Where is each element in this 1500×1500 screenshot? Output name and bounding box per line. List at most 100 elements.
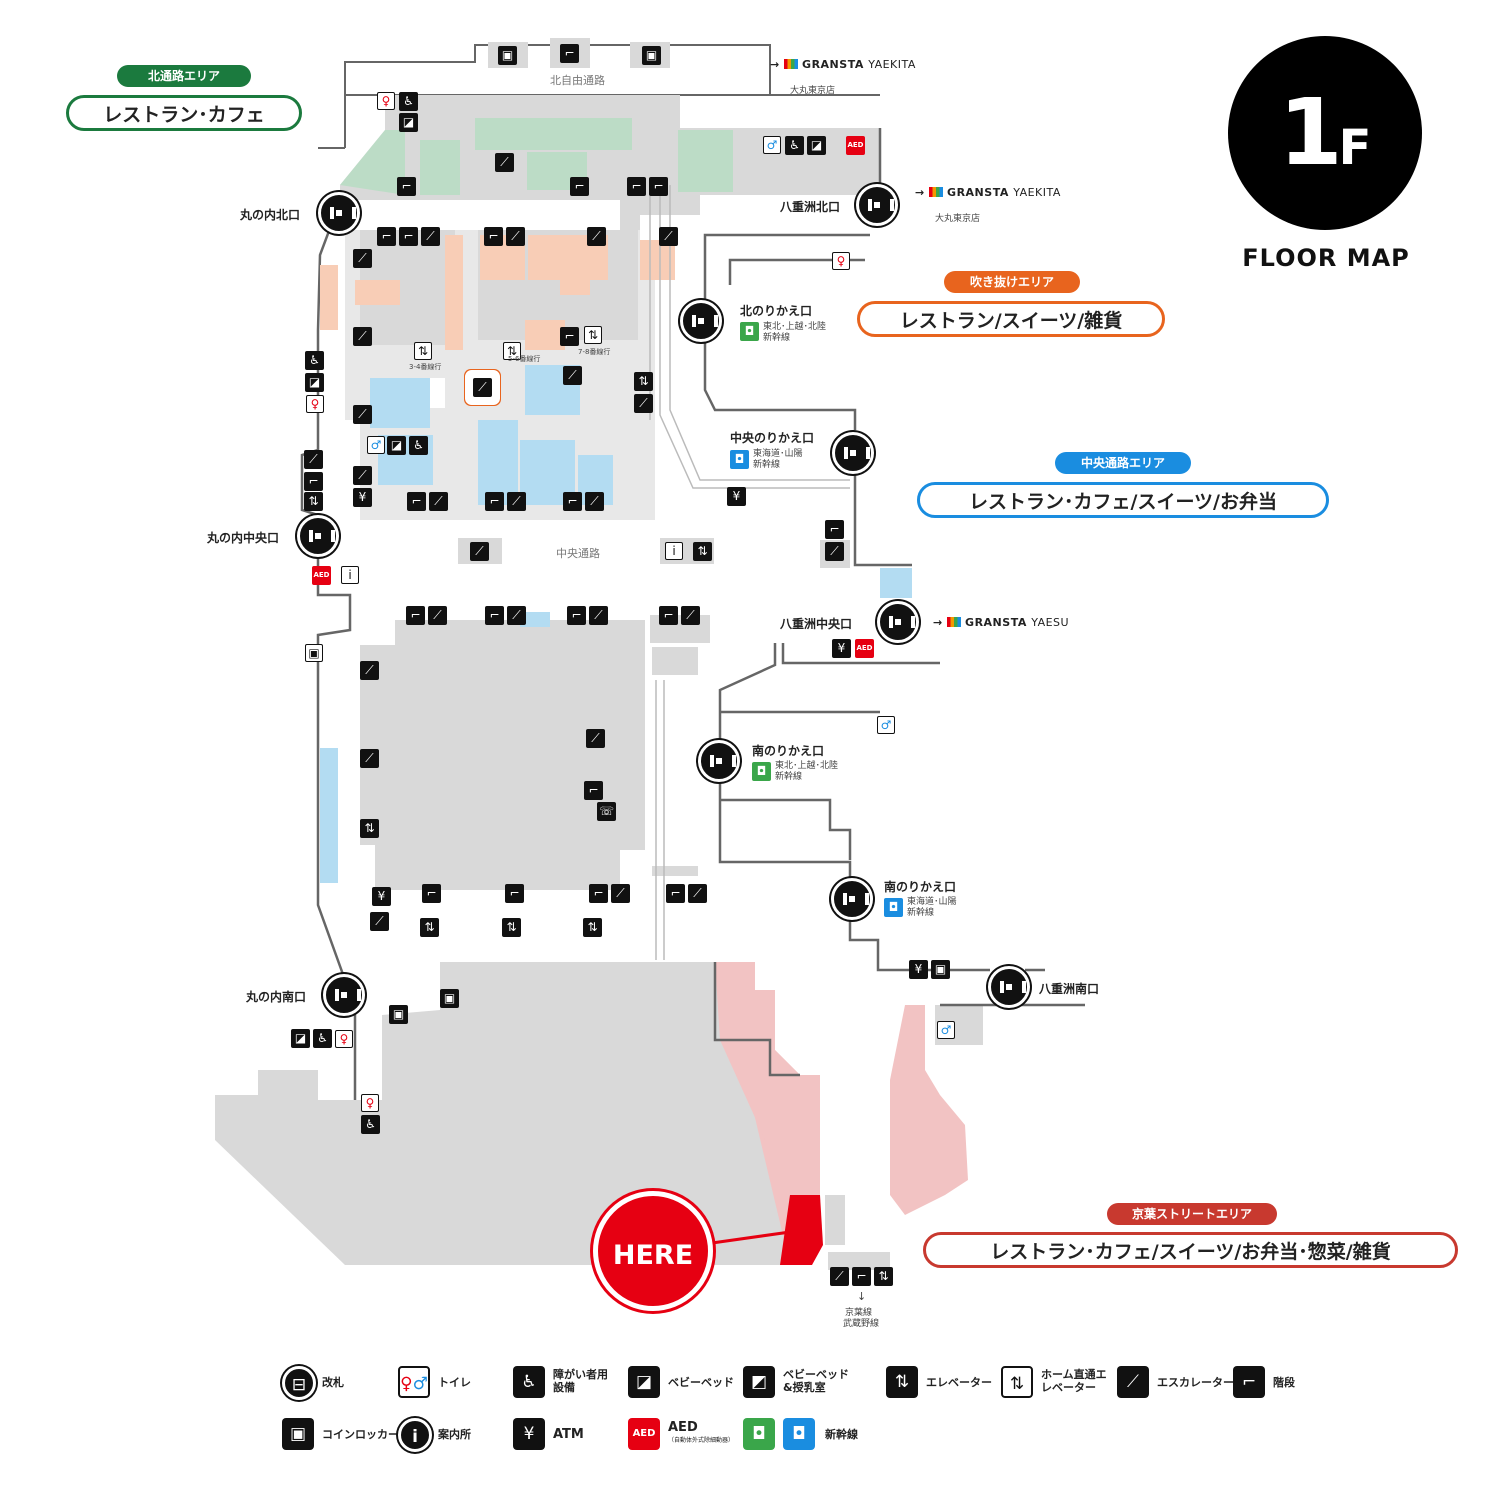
escalator-icon[interactable]: ⟋ [507,606,526,625]
escalator-icon[interactable]: ⟋ [585,492,604,511]
keiyo-area-box[interactable]: レストラン･カフェ/スイーツ/お弁当･惣菜/雑貨 [923,1232,1458,1268]
accessible-facility-icon[interactable]: ♿ [399,92,418,111]
escalator-icon[interactable]: ⟋ [495,153,514,172]
escalator-icon[interactable]: ⟋ [353,249,372,268]
platform-elevator-icon[interactable]: ⇅ [584,326,602,344]
stairs-icon[interactable]: ⌐ [406,606,425,625]
accessible-facility-icon[interactable]: ♿ [305,351,324,370]
toilet-icon[interactable]: ♂ [763,136,781,154]
platform-elevator-icon[interactable]: ⇅ [414,342,432,360]
escalator-icon[interactable]: ⟋ [830,1267,849,1286]
baby-bed-icon[interactable]: ◪ [807,136,826,155]
stairs-icon[interactable]: ⌐ [825,520,844,539]
escalator-icon[interactable]: ⟋ [587,227,606,246]
baby-bed-icon[interactable]: ◪ [387,436,406,455]
toilet-icon[interactable]: ♀ [832,252,850,270]
information-icon[interactable]: i [341,566,359,584]
aed-icon[interactable]: AED [855,639,874,658]
atm-icon[interactable]: ¥ [909,960,928,979]
coin-locker-icon[interactable]: ▣ [931,960,950,979]
stairs-icon[interactable]: ⌐ [377,227,396,246]
escalator-icon[interactable]: ⟋ [507,492,526,511]
accessible-facility-icon[interactable]: ♿ [313,1029,332,1048]
elevator-icon[interactable]: ⇅ [693,542,712,561]
phone-icon[interactable]: ☏ [597,802,616,821]
escalator-icon[interactable]: ⟋ [589,606,608,625]
platform-elevator-icon[interactable]: ⇅ [503,342,521,360]
atm-icon[interactable]: ¥ [727,487,746,506]
stairs-icon[interactable]: ⌐ [484,227,503,246]
toilet-icon[interactable]: ♀ [377,92,395,110]
escalator-icon[interactable]: ⟋ [506,227,525,246]
escalator-icon[interactable]: ⟋ [563,366,582,385]
elevator-icon[interactable]: ⇅ [874,1267,893,1286]
gate-marunouchi-north[interactable] [318,192,360,234]
gransta-yaekita-link-2[interactable]: → GRANSTA YAEKITA [915,186,1061,199]
escalator-icon[interactable]: ⟋ [304,450,323,469]
stairs-icon[interactable]: ⌐ [584,781,603,800]
accessible-facility-icon[interactable]: ♿ [785,136,804,155]
escalator-icon[interactable]: ⟋ [470,542,489,561]
central-area-box[interactable]: レストラン･カフェ/スイーツ/お弁当 [917,482,1329,518]
atrium-area-box[interactable]: レストラン/スイーツ/雑貨 [857,301,1165,337]
escalator-icon[interactable]: ⟋ [428,606,447,625]
escalator-icon[interactable]: ⟋ [681,606,700,625]
stairs-icon[interactable]: ⌐ [485,492,504,511]
stairs-icon[interactable]: ⌐ [659,606,678,625]
gate-south-transfer-2[interactable] [831,878,873,920]
stairs-icon[interactable]: ⌐ [560,44,579,63]
escalator-icon[interactable]: ⟋ [360,749,379,768]
gate-north-transfer[interactable] [680,300,722,342]
escalator-icon[interactable]: ⟋ [473,378,492,397]
coin-locker-icon[interactable]: ▣ [389,1005,408,1024]
accessible-facility-icon[interactable]: ♿ [409,436,428,455]
baby-bed-icon[interactable]: ◪ [305,373,324,392]
coin-locker-icon[interactable]: ▣ [642,46,661,65]
stairs-icon[interactable]: ⌐ [422,884,441,903]
baby-bed-icon[interactable]: ◪ [291,1029,310,1048]
information-icon[interactable]: i [665,542,683,560]
atm-icon[interactable]: ¥ [832,639,851,658]
gate-yaesu-central[interactable] [877,601,919,643]
north-area-box[interactable]: レストラン･カフェ [66,95,302,131]
gate-central-transfer[interactable] [832,432,874,474]
escalator-icon[interactable]: ⟋ [353,327,372,346]
coin-locker-icon[interactable]: ▣ [498,46,517,65]
gate-yaesu-south[interactable] [988,966,1030,1008]
gate-marunouchi-south[interactable] [323,974,365,1016]
escalator-icon[interactable]: ⟋ [429,492,448,511]
gransta-yaesu-link[interactable]: → GRANSTA YAESU [933,616,1070,629]
stairs-icon[interactable]: ⌐ [649,177,668,196]
toilet-icon[interactable]: ♂ [937,1021,955,1039]
baby-bed-icon[interactable]: ◪ [399,113,418,132]
gate-yaesu-north[interactable] [856,184,898,226]
escalator-icon[interactable]: ⟋ [353,466,372,485]
escalator-icon[interactable]: ⟋ [634,394,653,413]
escalator-icon[interactable]: ⟋ [611,884,630,903]
elevator-icon[interactable]: ⇅ [304,492,323,511]
escalator-icon[interactable]: ⟋ [688,884,707,903]
stairs-icon[interactable]: ⌐ [505,884,524,903]
accessible-facility-icon[interactable]: ♿ [361,1115,380,1134]
toilet-icon[interactable]: ♂ [367,436,385,454]
coin-locker-icon[interactable]: ▣ [305,644,323,662]
toilet-icon[interactable]: ♂ [877,716,895,734]
aed-icon[interactable]: AED [312,566,331,585]
aed-icon[interactable]: AED [846,136,865,155]
stairs-icon[interactable]: ⌐ [567,606,586,625]
atm-icon[interactable]: ¥ [372,887,391,906]
elevator-icon[interactable]: ⇅ [420,918,439,937]
elevator-icon[interactable]: ⇅ [360,819,379,838]
escalator-icon[interactable]: ⟋ [370,912,389,931]
toilet-icon[interactable]: ♀ [361,1094,379,1112]
escalator-icon[interactable]: ⟋ [825,542,844,561]
stairs-icon[interactable]: ⌐ [666,884,685,903]
toilet-icon[interactable]: ♀ [335,1030,353,1048]
gate-south-transfer-1[interactable] [698,740,740,782]
coin-locker-icon[interactable]: ▣ [440,989,459,1008]
stairs-icon[interactable]: ⌐ [407,492,426,511]
escalator-icon[interactable]: ⟋ [353,405,372,424]
stairs-icon[interactable]: ⌐ [399,227,418,246]
escalator-icon[interactable]: ⟋ [421,227,440,246]
stairs-icon[interactable]: ⌐ [397,177,416,196]
